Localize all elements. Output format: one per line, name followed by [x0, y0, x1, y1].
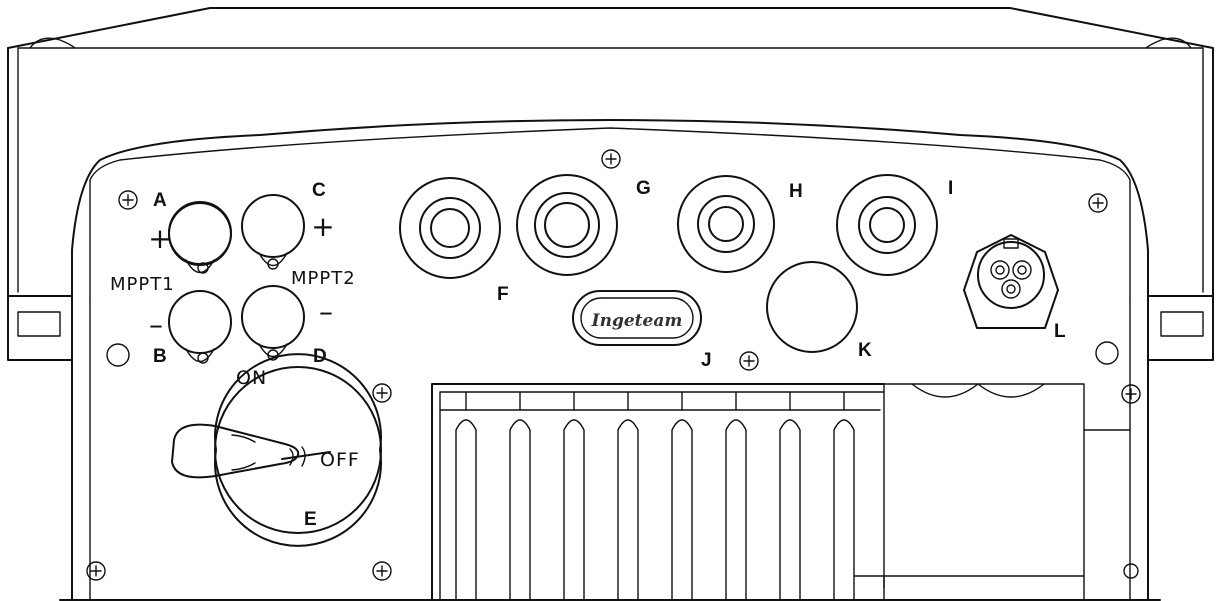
- screw-mid-left: [372, 383, 392, 403]
- callout-a: A: [153, 190, 167, 211]
- screw-bottom-center: [372, 561, 392, 581]
- cable-gland-f: [399, 177, 501, 279]
- screw-bottom-left: [86, 561, 106, 581]
- dc-connector-c: [241, 194, 305, 270]
- minus-sign-mppt1: –: [149, 308, 163, 341]
- screw-top-right: [1088, 193, 1108, 213]
- callout-d: D: [313, 346, 327, 367]
- callout-j: J: [701, 350, 712, 371]
- switch-on-label: ON: [236, 367, 267, 389]
- callout-g: G: [636, 178, 651, 199]
- cable-gland-g: [516, 174, 618, 276]
- logo-badge-j: Ingeteam: [572, 290, 702, 346]
- mounting-hole-right: [1095, 341, 1119, 365]
- callout-h: H: [789, 181, 803, 202]
- callout-k: K: [858, 340, 872, 361]
- callout-c: C: [312, 180, 326, 201]
- dc-switch-e: [171, 353, 382, 547]
- screw-center-lower: [739, 351, 759, 371]
- callout-f: F: [497, 284, 509, 305]
- mounting-hole-bottom-right: [1123, 563, 1139, 579]
- blank-plug-k: [766, 261, 858, 353]
- mounting-hole-left: [106, 343, 130, 367]
- dc-connector-a: [168, 201, 232, 274]
- inverter-lid: [7, 7, 1214, 297]
- brand-logo-text: Ingeteam: [591, 311, 683, 331]
- plus-sign-mppt2: +: [311, 210, 334, 243]
- ac-connector-l: [963, 234, 1059, 329]
- callout-e: E: [304, 509, 317, 530]
- inverter-bottom-panel: [7, 119, 1214, 601]
- screw-top-center: [601, 149, 621, 169]
- cable-gland-h: [677, 175, 775, 273]
- mppt1-label: MPPT1: [110, 274, 175, 295]
- plus-sign-mppt1: +: [148, 222, 171, 255]
- cable-gland-i: [836, 174, 938, 276]
- heat-sink: [431, 383, 1131, 601]
- dc-connector-b: [168, 290, 232, 364]
- minus-sign-mppt2: –: [319, 295, 333, 328]
- callout-b: B: [153, 346, 167, 367]
- switch-off-label: OFF: [320, 449, 360, 471]
- callout-i: I: [948, 178, 953, 199]
- dc-connector-d: [241, 285, 305, 361]
- callout-l: L: [1054, 321, 1066, 342]
- screw-mid-right: [1121, 384, 1141, 404]
- mppt2-label: MPPT2: [291, 268, 356, 289]
- screw-top-left: [118, 190, 138, 210]
